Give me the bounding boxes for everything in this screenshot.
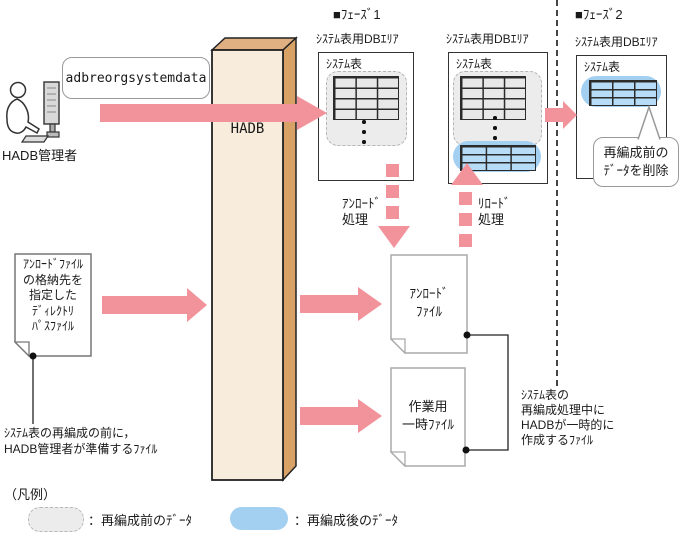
db-area2-title: ｼｽﾃﾑ表用DBｴﾘｱ xyxy=(446,32,529,46)
command-text: adbreorgsystemdata xyxy=(65,70,207,86)
directory-path-file-label: ｱﾝﾛｰﾄﾞﾌｧｲﾙ の格納先を 指定した ﾃﾞｨﾚｸﾄﾘ ﾊﾟｽﾌｧｲﾙ xyxy=(22,257,83,333)
hadb-to-workfile-arrow-body xyxy=(300,407,358,425)
dirfile-to-hadb-arrow-body xyxy=(102,296,187,314)
work-temp-file-icon xyxy=(390,367,466,467)
delete-callout-text: 再編成前の ﾃﾞｰﾀを削除 xyxy=(603,145,669,178)
phase-transition-arrow-body xyxy=(545,108,563,122)
phase-separator-line xyxy=(556,0,558,386)
legend-after-data-label: ：再編成後のﾃﾞｰﾀ xyxy=(294,513,399,528)
phase-transition-arrow-head xyxy=(563,101,577,129)
unload-dashed-arrow-head xyxy=(378,226,410,248)
hadb-label: HADB xyxy=(230,121,265,137)
db-area1-ellipsis-dots xyxy=(362,120,366,144)
db-area3-table-title: ｼｽﾃﾑ表 xyxy=(584,60,621,74)
db-area3-table-grid xyxy=(589,80,657,106)
legend-after-data-shape xyxy=(230,507,288,530)
reload-dashed-arrow-head xyxy=(451,163,483,185)
reload-process-label: ﾘﾛｰﾄﾞ 処理 xyxy=(478,196,511,227)
prepare-note: ｼｽﾃﾑ表の再編成の前に， HADB管理者が準備するﾌｧｲﾙ xyxy=(4,426,158,456)
hadb-to-unloadfile-arrow-body xyxy=(300,295,358,313)
db-area2-table-grid xyxy=(460,76,526,120)
administrator-label: HADB管理者 xyxy=(2,148,78,163)
temp-file-note: ｼｽﾃﾑ表の 再編成処理中に HADBが一時的に 作成するﾌｧｲﾙ xyxy=(521,388,615,447)
legend-title: （凡例） xyxy=(4,487,57,502)
db-area3-title: ｼｽﾃﾑ表用DBｴﾘｱ xyxy=(575,35,658,49)
legend-before-data-shape xyxy=(28,507,84,532)
legend-before-data-label: ：再編成前のﾃﾞｰﾀ xyxy=(88,513,193,528)
phase1-label: ■ﾌｪｰｽﾞ1 xyxy=(333,7,381,22)
hadb-server-box xyxy=(210,36,298,482)
command-bubble: adbreorgsystemdata xyxy=(62,57,210,99)
unload-file-label: ｱﾝﾛｰﾄﾞ ﾌｧｲﾙ xyxy=(409,286,449,319)
delete-callout-bubble: 再編成前の ﾃﾞｰﾀを削除 xyxy=(593,137,679,187)
administrator-icon xyxy=(6,81,60,143)
db-area1-title: ｼｽﾃﾑ表用DBｴﾘｱ xyxy=(316,32,399,46)
command-arrow-head xyxy=(297,96,327,130)
unload-dashed-arrow-body xyxy=(386,164,399,220)
reload-dashed-arrow-body xyxy=(459,192,472,252)
db-area1-table-grid xyxy=(333,76,399,120)
hadb-to-workfile-arrow-head xyxy=(358,399,382,433)
unload-process-label: ｱﾝﾛｰﾄﾞ 処理 xyxy=(342,196,381,227)
work-temp-file-label: 作業用 一時ﾌｧｲﾙ xyxy=(401,399,454,432)
db-area2-ellipsis-dots xyxy=(493,116,497,140)
dirfile-to-hadb-arrow-head xyxy=(187,288,207,322)
db-area1-table-title: ｼｽﾃﾑ表 xyxy=(326,57,363,71)
unload-file-icon xyxy=(390,254,468,354)
db-area2-table-title: ｼｽﾃﾑ表 xyxy=(456,57,493,71)
hadb-to-unloadfile-arrow-head xyxy=(358,287,382,321)
phase2-label: ■ﾌｪｰｽﾞ2 xyxy=(575,7,623,22)
directory-path-file-icon xyxy=(14,253,92,357)
command-arrow-body xyxy=(100,104,297,122)
